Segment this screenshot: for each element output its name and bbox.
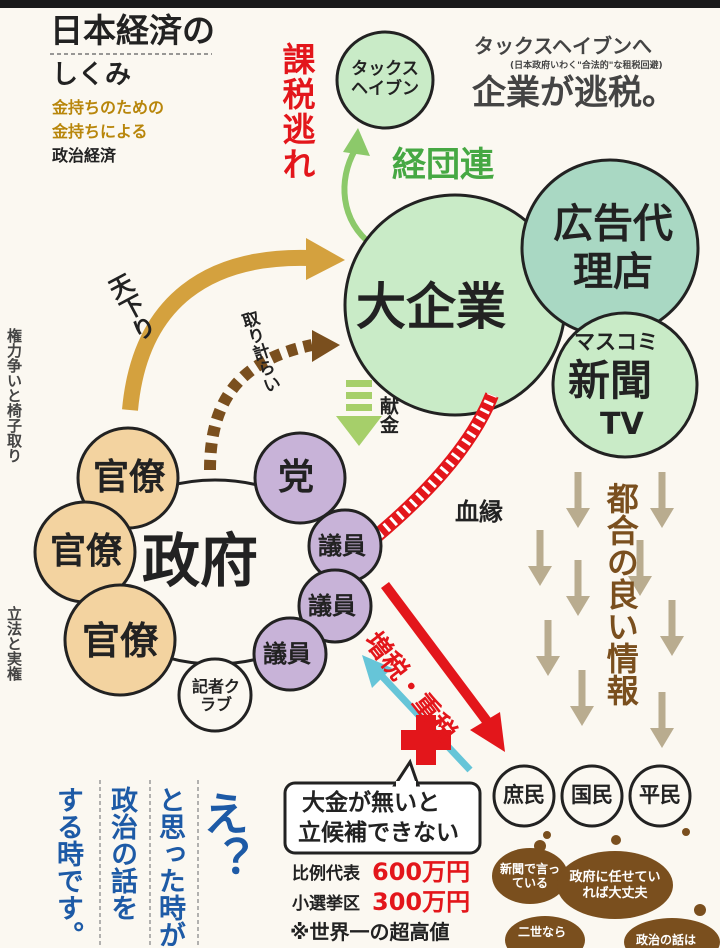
tax-increase-arrow [380, 582, 497, 731]
legislation-label: 立法と実権 [5, 606, 23, 681]
tax-haven-headline: タックスヘイブンへ [474, 34, 652, 58]
deposit-pr-label: 比例代表 [292, 864, 360, 884]
big-corporation-label: 大企業 [356, 278, 506, 336]
commoners-label: 庶民 [503, 783, 545, 807]
convenient-info-label: 都合の良い情報 [601, 482, 640, 706]
thought-text-2: 政府に任せていれば大丈夫 [569, 870, 661, 901]
thought-dot [611, 835, 621, 845]
tax-haven-node [335, 30, 435, 130]
tv-label: TV [600, 407, 644, 442]
bubble-line-1: 大金が無いと [302, 790, 440, 816]
deposit-smd-value: 300万円 [372, 888, 471, 916]
party-label: 党 [278, 457, 315, 498]
info-flow-arrows [528, 472, 684, 748]
bubble-line-2: 立候補できない [298, 820, 459, 846]
tagline-1: 金持ちのための [52, 98, 165, 117]
mass-media-node [551, 311, 699, 459]
member-node-3 [252, 616, 328, 692]
member-label-3: 議員 [263, 640, 311, 668]
ad-agency-label: 広告代理店 [553, 201, 673, 295]
thought-text-1: 新聞で言っている [499, 861, 560, 890]
message-col-1: する時です。 [52, 786, 83, 948]
tagline-2: 金持ちによる [52, 122, 148, 141]
press-club-label: 記者クラブ [191, 676, 240, 714]
thought-cloud-1 [492, 848, 568, 904]
blood-relation-rope [367, 392, 499, 546]
keidanren-label: 経団連 [392, 145, 494, 185]
return-arrowhead [362, 655, 392, 688]
citizens-label: 国民 [571, 783, 613, 807]
donation-label: 献金 [377, 396, 399, 434]
member-label-2: 議員 [308, 592, 356, 620]
arrangement-arrowhead [312, 330, 340, 362]
message-col-3: と思った時が [154, 786, 185, 948]
amakudari-arrowhead [306, 238, 345, 280]
tax-evasion-headline: 企業が逃税。 [472, 73, 676, 113]
bureaucrat-node-3 [63, 583, 177, 697]
government-label: 政府 [142, 527, 259, 595]
member-node-2 [297, 568, 373, 644]
arrangement-arrow [204, 339, 314, 471]
tax-haven-label: タックスヘイブン [351, 59, 419, 99]
bureaucrat-label-1: 官僚 [93, 457, 166, 498]
thought-cloud-3 [505, 916, 585, 948]
tagline-3: 政治経済 [52, 146, 117, 165]
mass-media-label: マスコミ [574, 330, 658, 354]
newspaper-label: 新聞 [568, 356, 653, 405]
tax-avoidance-label: 課税逃れ [277, 42, 316, 182]
press-club-node [177, 657, 253, 733]
tax-haven-note: (日本政府いわく"合法的"な租税回避) [510, 61, 663, 71]
deposit-pr-value: 600万円 [372, 858, 471, 886]
power-struggle-label: 権力争いと椅子取り [5, 328, 23, 463]
member-label-1: 議員 [318, 532, 366, 560]
page-subtitle: しくみ [52, 60, 132, 90]
bottom-panel [40, 770, 250, 948]
plebeians-node [628, 764, 692, 828]
plebeians-label: 平民 [639, 783, 681, 807]
donation-arrow [336, 380, 382, 446]
thought-text-3: 二世なら [518, 925, 567, 939]
deposit-note: ※世界一の超高値 [290, 920, 450, 944]
thought-dot [682, 828, 690, 836]
citizens-node [560, 764, 624, 828]
deposit-smd-label: 小選挙区 [292, 894, 360, 914]
thought-cloud-2 [557, 851, 673, 919]
thought-cloud-4 [624, 918, 720, 948]
top-edge [0, 0, 720, 8]
commoners-node [492, 764, 556, 828]
page-title: 日本経済の [50, 11, 215, 50]
speech-bubble-tail-join [396, 781, 416, 787]
exclamation: え？ [196, 790, 250, 882]
thought-text-4: 政治の話は [636, 933, 697, 947]
message-col-2: 政治の話を [106, 786, 137, 921]
thought-dot [694, 904, 706, 916]
tax-evasion-arrowhead [343, 128, 370, 156]
blood-relation-label: 血縁 [455, 498, 503, 526]
bureaucrat-label-3: 官僚 [82, 619, 159, 663]
party-node [253, 431, 347, 525]
tax-increase-arrowhead [470, 712, 505, 752]
red-cross-horizontal [401, 730, 451, 750]
thought-dot [543, 831, 551, 839]
speech-bubble [283, 781, 482, 855]
amakudari-arrow [122, 249, 311, 411]
bureaucrat-label-2: 官僚 [50, 531, 123, 572]
tax-evasion-arrow [341, 148, 374, 248]
